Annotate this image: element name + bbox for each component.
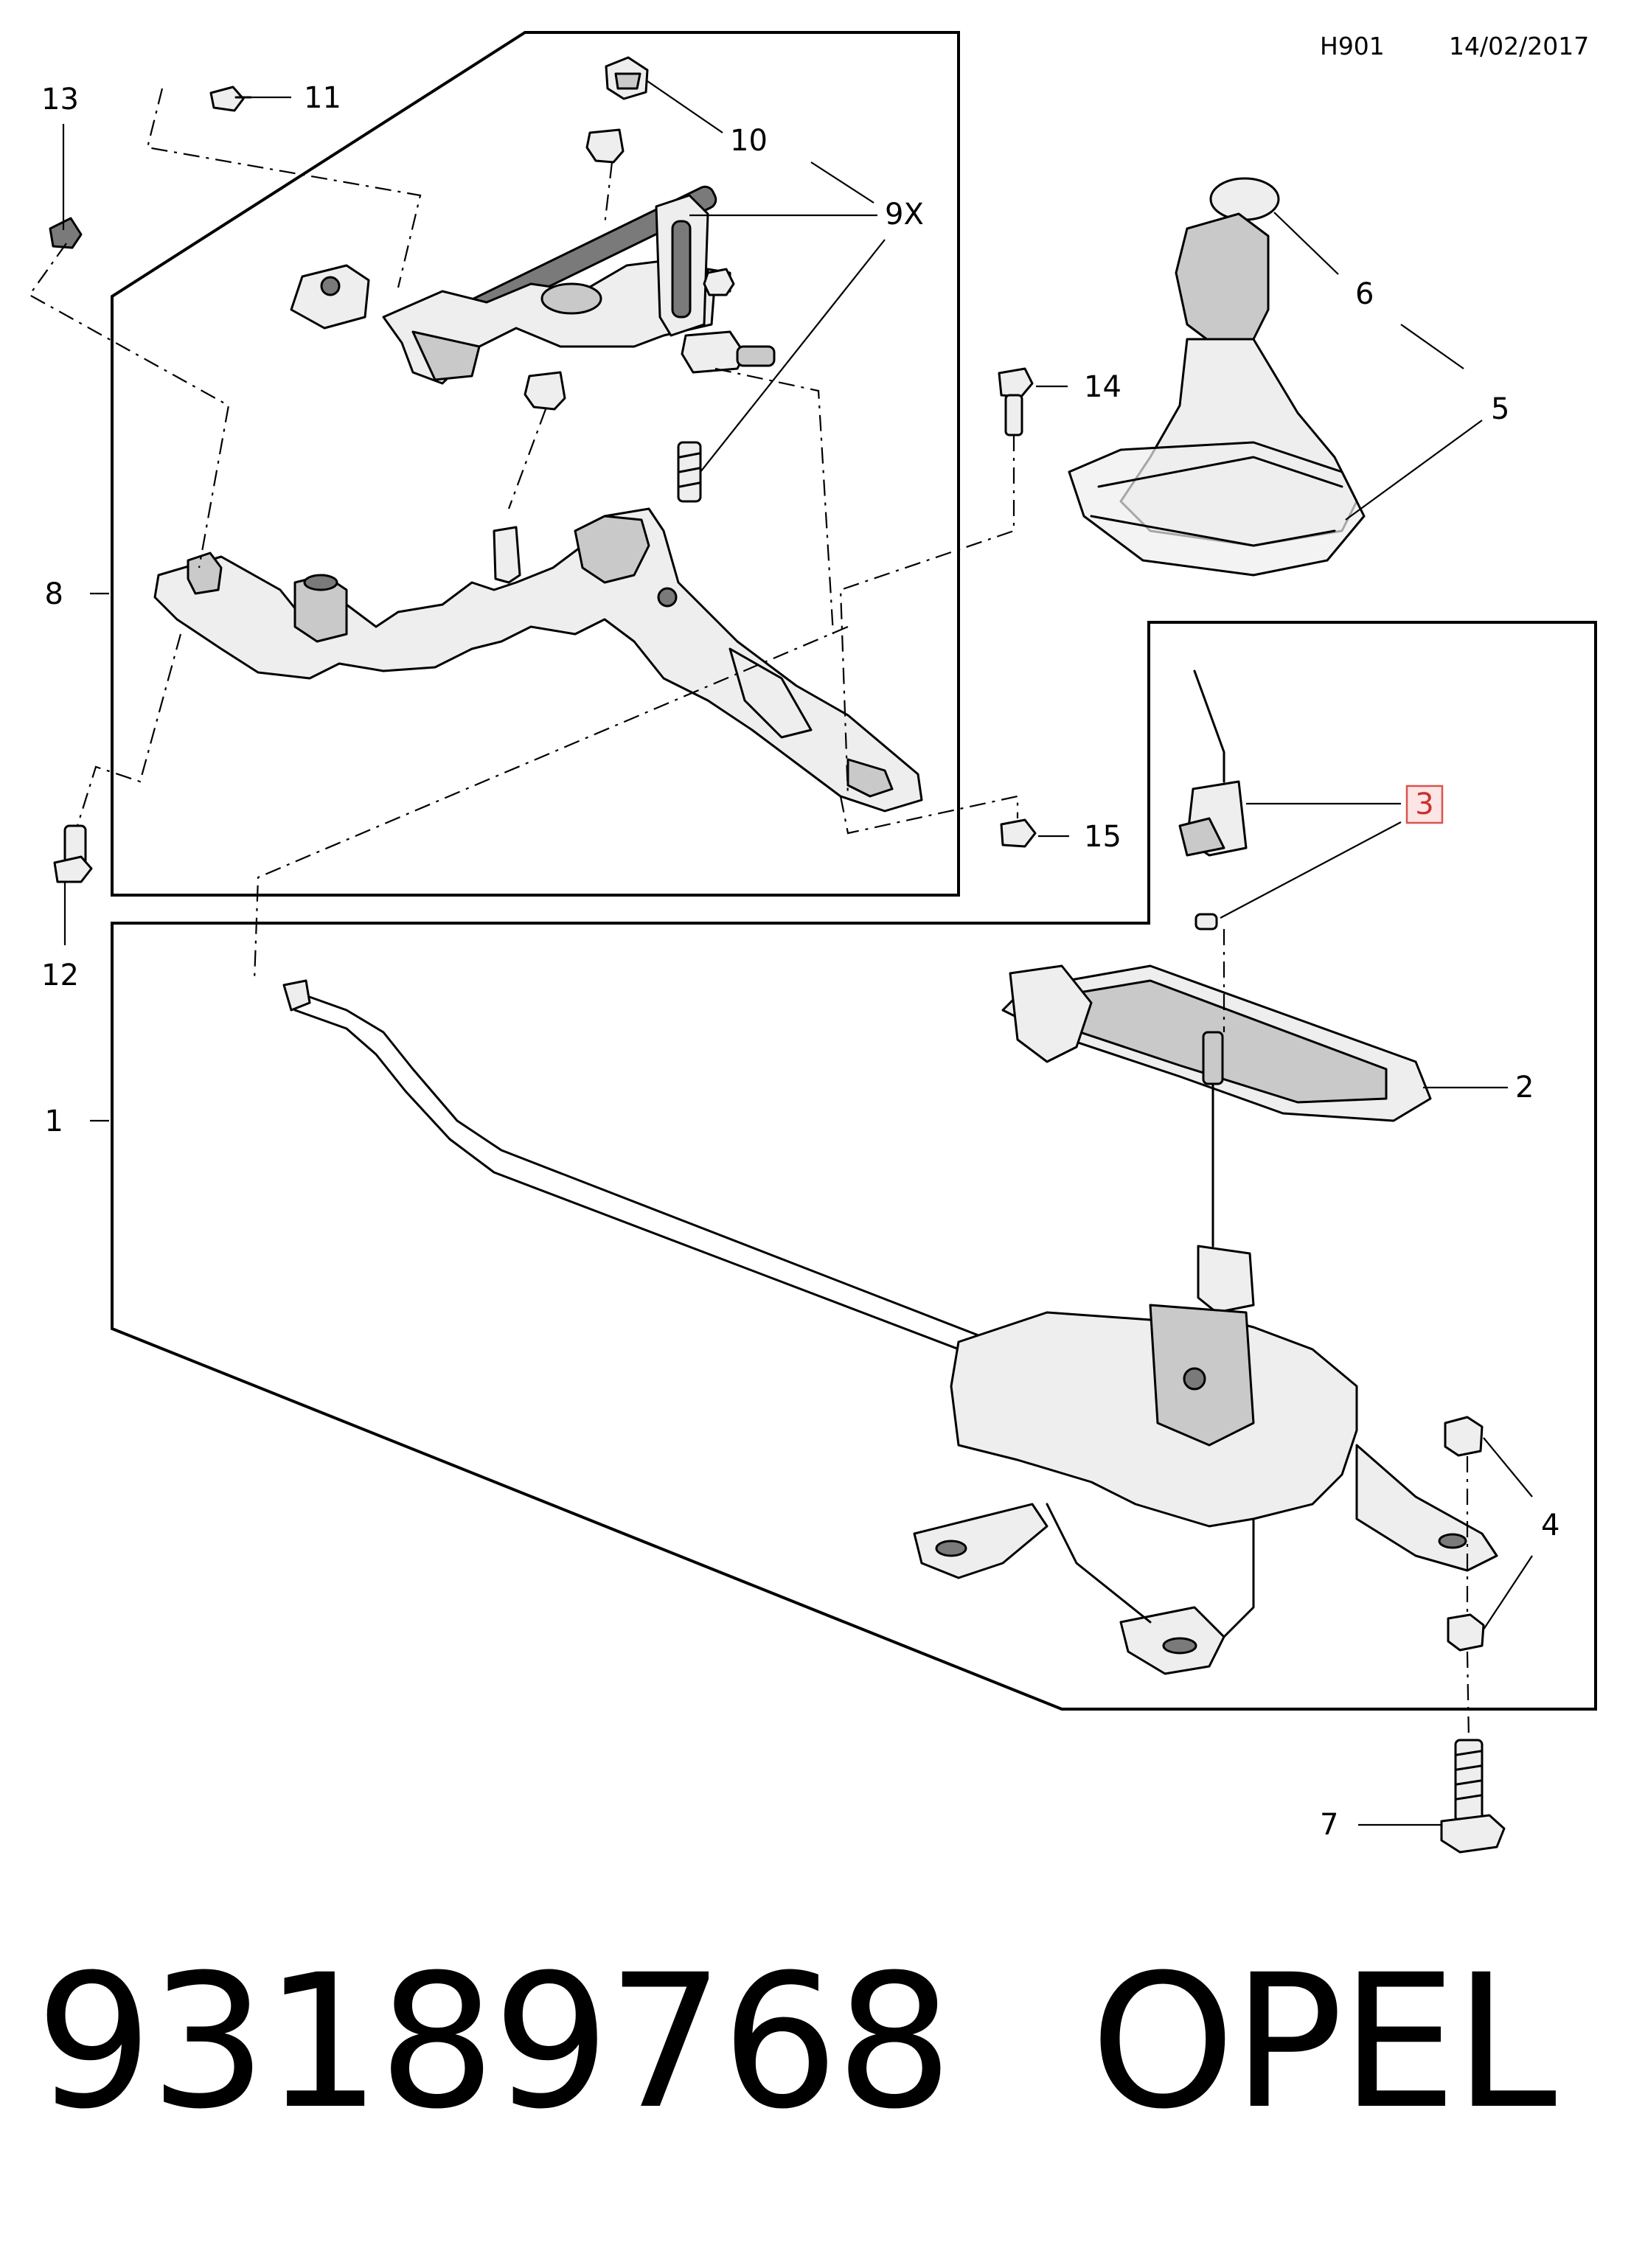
stud-12 — [53, 824, 93, 883]
diagram-code: H901 — [1320, 32, 1385, 60]
shifter-housing — [913, 1304, 1498, 1675]
lower-assembly-frame — [111, 621, 1597, 1711]
plug-11 — [209, 86, 252, 112]
bolt-14 — [998, 367, 1034, 436]
nut-9x — [703, 268, 735, 296]
shift-cable-1 — [282, 979, 997, 1362]
bolt-9x — [677, 441, 702, 503]
pivot-nut-10 — [605, 56, 649, 100]
nut-15 — [1000, 818, 1037, 848]
bushing-10 — [585, 128, 625, 164]
diagram-date: 14/02/2017 — [1449, 32, 1589, 60]
grommet-4-lower — [1447, 1613, 1485, 1652]
brand-name: OPEL — [1090, 1935, 1557, 2149]
callout-10: 10 — [730, 124, 768, 158]
callout-2: 2 — [1515, 1071, 1534, 1105]
knob-cap-6 — [1209, 177, 1280, 221]
part-caption: 93189768 OPEL — [35, 1932, 1584, 2153]
callout-5: 5 — [1491, 392, 1509, 426]
callout-6: 6 — [1355, 277, 1374, 311]
clip-13 — [49, 217, 83, 249]
selector-lever-3 — [1178, 669, 1255, 1314]
callout-3-highlight — [1405, 785, 1444, 824]
grommet-4-upper — [1444, 1416, 1484, 1457]
alignment-lines — [28, 88, 1470, 1741]
callout-7: 7 — [1320, 1808, 1338, 1842]
callout-4: 4 — [1541, 1509, 1559, 1542]
callout-9x: 9X — [885, 198, 924, 232]
callout-14: 14 — [1084, 370, 1121, 404]
flange-bolt-7 — [1440, 1739, 1506, 1854]
part-number: 93189768 — [35, 1935, 953, 2149]
callout-12: 12 — [41, 959, 79, 992]
callout-11: 11 — [304, 81, 341, 115]
callout-8: 8 — [45, 577, 63, 611]
callout-13: 13 — [41, 83, 79, 116]
callout-1: 1 — [45, 1105, 63, 1138]
shift-knob-boot-5 — [1068, 212, 1366, 577]
callout-3: 3 — [1415, 787, 1433, 821]
upper-assembly-frame — [111, 31, 960, 897]
mounting-bracket-8 — [153, 507, 923, 813]
selector-linkage — [290, 185, 776, 385]
callout-15: 15 — [1084, 820, 1121, 854]
leader-lines — [62, 80, 1533, 1826]
exploded-parts-diagram: H901 14/02/2017 — [28, 31, 1597, 1854]
bushing-center — [524, 371, 566, 411]
